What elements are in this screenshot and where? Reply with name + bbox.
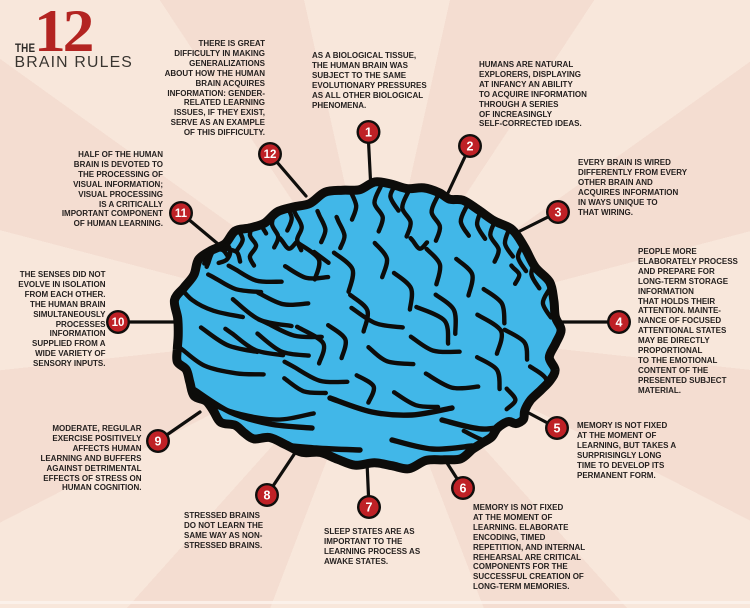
svg-text:5: 5 [554, 421, 561, 435]
svg-text:7: 7 [366, 500, 373, 514]
svg-text:12: 12 [264, 149, 277, 161]
svg-text:10: 10 [112, 317, 125, 329]
svg-text:1: 1 [365, 125, 372, 139]
svg-text:8: 8 [264, 488, 271, 502]
svg-text:2: 2 [467, 139, 474, 153]
svg-text:11: 11 [175, 208, 188, 220]
svg-text:6: 6 [460, 481, 467, 495]
svg-text:9: 9 [155, 434, 162, 448]
svg-text:4: 4 [616, 315, 623, 329]
svg-text:3: 3 [555, 205, 562, 219]
